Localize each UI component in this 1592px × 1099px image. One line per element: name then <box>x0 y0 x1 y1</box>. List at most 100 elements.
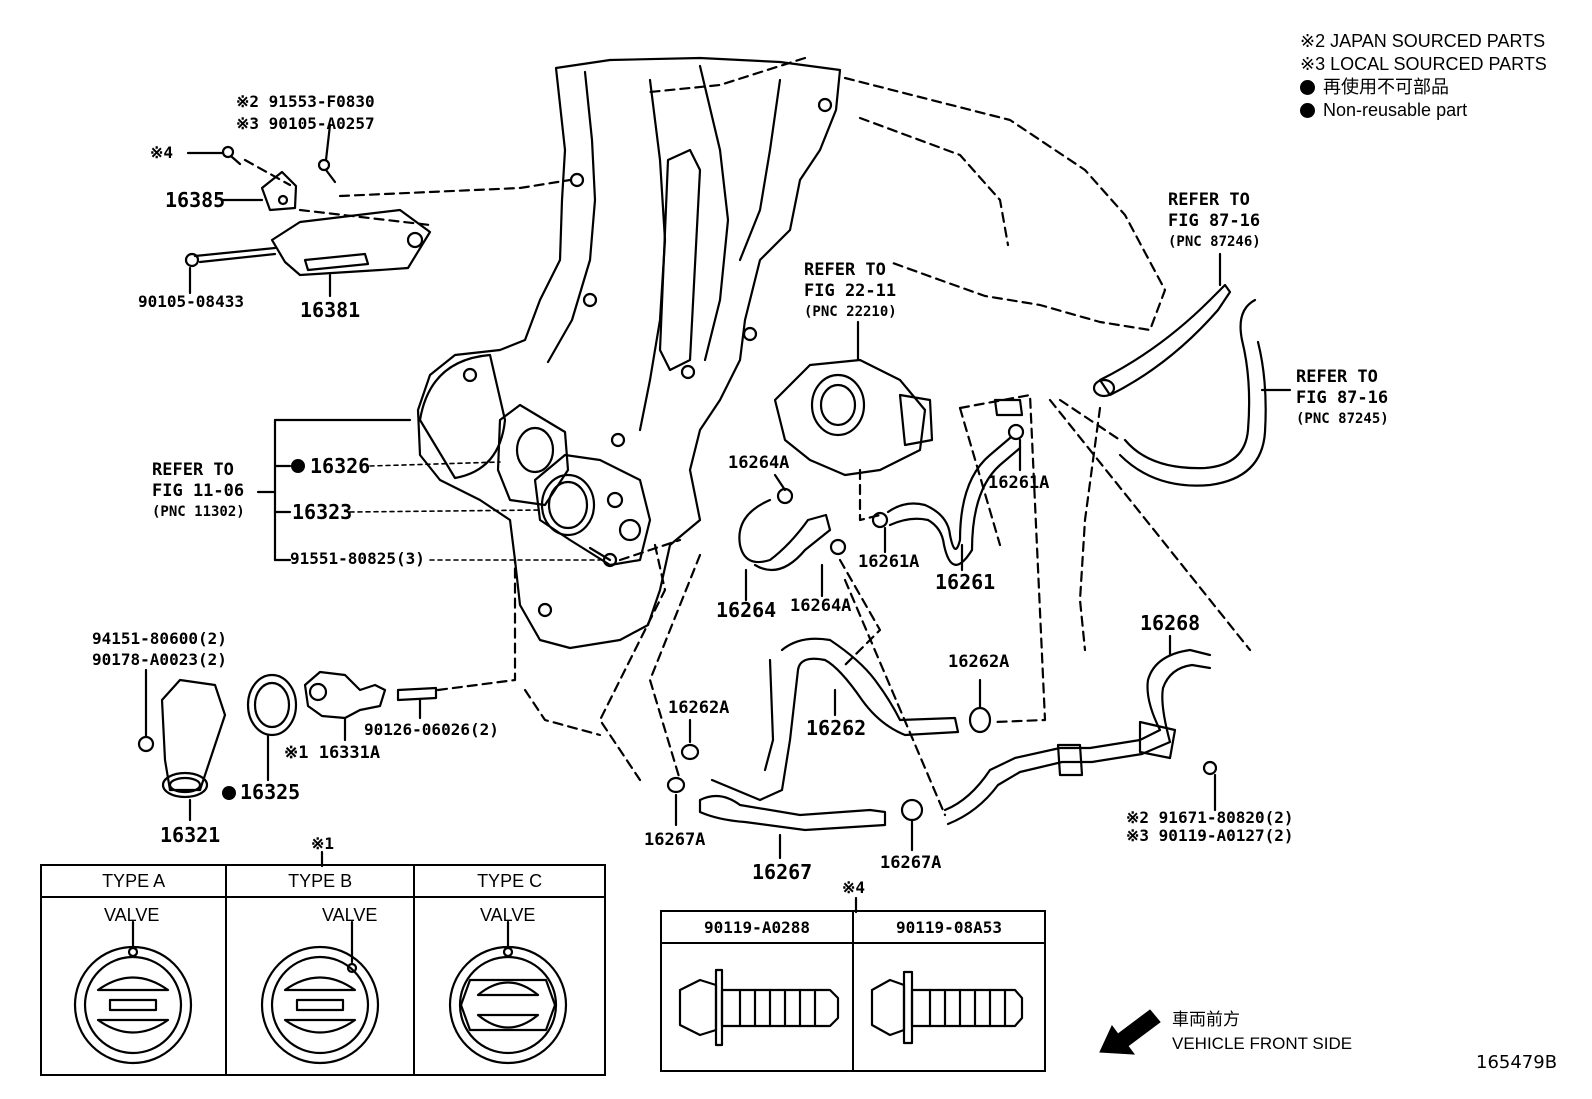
part-label-90105-a0257[interactable]: ※3 90105-A0257 <box>236 114 375 133</box>
hose-16264-shape <box>738 498 832 572</box>
part-label-16261a-left[interactable]: 16261A <box>858 552 920 572</box>
dash-route <box>1058 398 1122 442</box>
part-label-16331a[interactable]: ※1 16331A <box>284 743 381 763</box>
thermostat-16331a-valve <box>308 682 328 702</box>
intake-dash-outline <box>843 76 1167 332</box>
part-label-16267[interactable]: 16267 <box>752 860 813 884</box>
part-label-16321[interactable]: 16321 <box>160 823 221 847</box>
part-label-16262a-left[interactable]: 16262A <box>668 698 730 718</box>
part-label-90119-a0127[interactable]: ※3 90119-A0127(2) <box>1126 826 1294 845</box>
part-label-16385[interactable]: 16385 <box>165 188 226 212</box>
part-label-91551-80825[interactable]: 91551-80825(3) <box>290 549 425 568</box>
throttle-body-bore <box>810 373 866 437</box>
bolt-a0288-header[interactable]: 90119-A0288 <box>660 910 854 944</box>
thermostat-types-table: TYPE A TYPE B TYPE C <box>39 864 606 1076</box>
refer-fig-22-11[interactable]: REFER TO FIG 22-11 (PNC 22210) <box>804 260 897 320</box>
refer-fig-87-16-a[interactable]: REFER TO FIG 87-16 (PNC 87246) <box>1168 190 1261 250</box>
housing-16323-boss <box>606 491 624 509</box>
part-label-94151-80600[interactable]: 94151-80600(2) <box>92 629 227 648</box>
part-label-16323[interactable]: 16323 <box>292 500 353 524</box>
part-label-16261[interactable]: 16261 <box>935 570 996 594</box>
gasket-16325-inner <box>253 681 291 729</box>
part-label-90126-06026[interactable]: 90126-06026(2) <box>364 720 499 739</box>
clamp-16267a <box>666 776 686 794</box>
water-inlet-16321-port <box>161 771 209 799</box>
type-b-valve-label: VALVE <box>322 905 378 925</box>
hose-87245-shape-edge <box>1118 340 1267 487</box>
engine-rib <box>546 70 597 364</box>
water-inlet-16321-shape <box>160 678 227 792</box>
part-label-16325[interactable]: 16325 <box>240 780 301 804</box>
bracket-16381-shape <box>270 208 432 277</box>
part-label-16262a-right[interactable]: 16262A <box>948 652 1010 672</box>
bolt-90105-08433 <box>193 246 277 258</box>
dash-route <box>523 688 602 737</box>
hose-87246-end <box>1092 378 1116 398</box>
part-label-16381[interactable]: 16381 <box>300 298 361 322</box>
bolt-91553-shank <box>324 168 337 184</box>
hose-87245-shape <box>1123 298 1257 470</box>
part-label-16326[interactable]: 16326 <box>310 454 371 478</box>
part-label-91671-80820[interactable]: ※2 91671-80820(2) <box>1126 808 1294 827</box>
legend: ※2 JAPAN SOURCED PARTS ※3 LOCAL SOURCED … <box>1300 30 1547 122</box>
leader <box>773 473 787 492</box>
part-label-90178-a0023[interactable]: 90178-A0023(2) <box>92 650 227 669</box>
clamp-16261a <box>871 511 889 529</box>
part-label-16267a-right[interactable]: 16267A <box>880 853 942 873</box>
thermostat-16331a-shape <box>303 670 387 720</box>
bolt-08a53-header[interactable]: 90119-08A53 <box>852 910 1046 944</box>
nut-90178 <box>137 735 155 753</box>
bolt-90105-08433-thread <box>198 252 277 264</box>
part-label-16268[interactable]: 16268 <box>1140 611 1201 635</box>
bolts-table-mark: ※4 <box>842 878 866 897</box>
dash-route <box>648 553 702 782</box>
part-label-16262[interactable]: 16262 <box>806 716 867 740</box>
dash-route <box>958 406 1002 547</box>
clamp-16262a <box>968 706 992 734</box>
legend-non-reusable-en: Non-reusable part <box>1300 99 1547 122</box>
engine-rib <box>658 148 702 372</box>
part-label-16264a-upper[interactable]: 16264A <box>728 453 790 473</box>
gasket-16326-shape <box>496 403 570 507</box>
part-label-16267a-left[interactable]: 16267A <box>644 830 706 850</box>
clamp-16264a <box>829 538 847 556</box>
hose-16261-shape-edge <box>888 446 1022 566</box>
type-a-valve-label: VALVE <box>104 905 160 925</box>
engine-rib <box>738 78 782 262</box>
housing-16323-port-inner <box>547 480 589 530</box>
part-label-16264[interactable]: 16264 <box>716 598 777 622</box>
engine-bolt-hole <box>462 367 478 383</box>
hose-16267-shape <box>698 794 887 832</box>
vehicle-front-label: 車両前方 VEHICLE FRONT SIDE <box>1172 1010 1353 1053</box>
type-c-valve-label: VALVE <box>480 905 536 925</box>
hose-16262-shape <box>710 637 960 802</box>
non-reusable-dot-icon <box>1300 103 1315 118</box>
dash-route <box>1078 406 1102 652</box>
part-label-16264a-lower[interactable]: 16264A <box>790 596 852 616</box>
plate-16385-hole <box>277 194 289 206</box>
dash-route <box>618 538 682 562</box>
intake-dash-outline <box>858 116 1010 247</box>
engine-rib <box>698 64 730 362</box>
legend-local-sourced: ※3 LOCAL SOURCED PARTS <box>1300 54 1547 74</box>
non-reusable-dot-icon <box>1300 80 1315 95</box>
part-label-90105-08433[interactable]: 90105-08433 <box>138 292 244 311</box>
clamp-16262a <box>680 743 700 761</box>
refer-fig-87-16-b[interactable]: REFER TO FIG 87-16 (PNC 87245) <box>1296 367 1389 427</box>
non-reusable-marker <box>291 459 305 473</box>
part-label-91553-f0830[interactable]: ※2 91553-F0830 <box>236 92 375 111</box>
bolt-91551-80825 <box>588 546 612 562</box>
refer-fig-11-06[interactable]: REFER TO FIG 11-06 (PNC 11302) <box>152 460 245 520</box>
pipe-16268-shape <box>943 648 1212 812</box>
engine-bolt-hole <box>610 432 626 448</box>
engine-bolt-hole <box>537 602 553 618</box>
part-label-16261a-right[interactable]: 16261A <box>988 473 1050 493</box>
dash-route <box>838 558 882 667</box>
bolt-91551-head <box>602 552 618 568</box>
dash-leader <box>338 178 572 198</box>
engine-block-outline <box>416 56 842 650</box>
leader <box>324 123 332 162</box>
hose-16261-end <box>993 398 1024 417</box>
bracket-16381-slot <box>303 252 370 272</box>
bolts-table: 90119-A0288 90119-08A53 <box>660 910 1046 1072</box>
